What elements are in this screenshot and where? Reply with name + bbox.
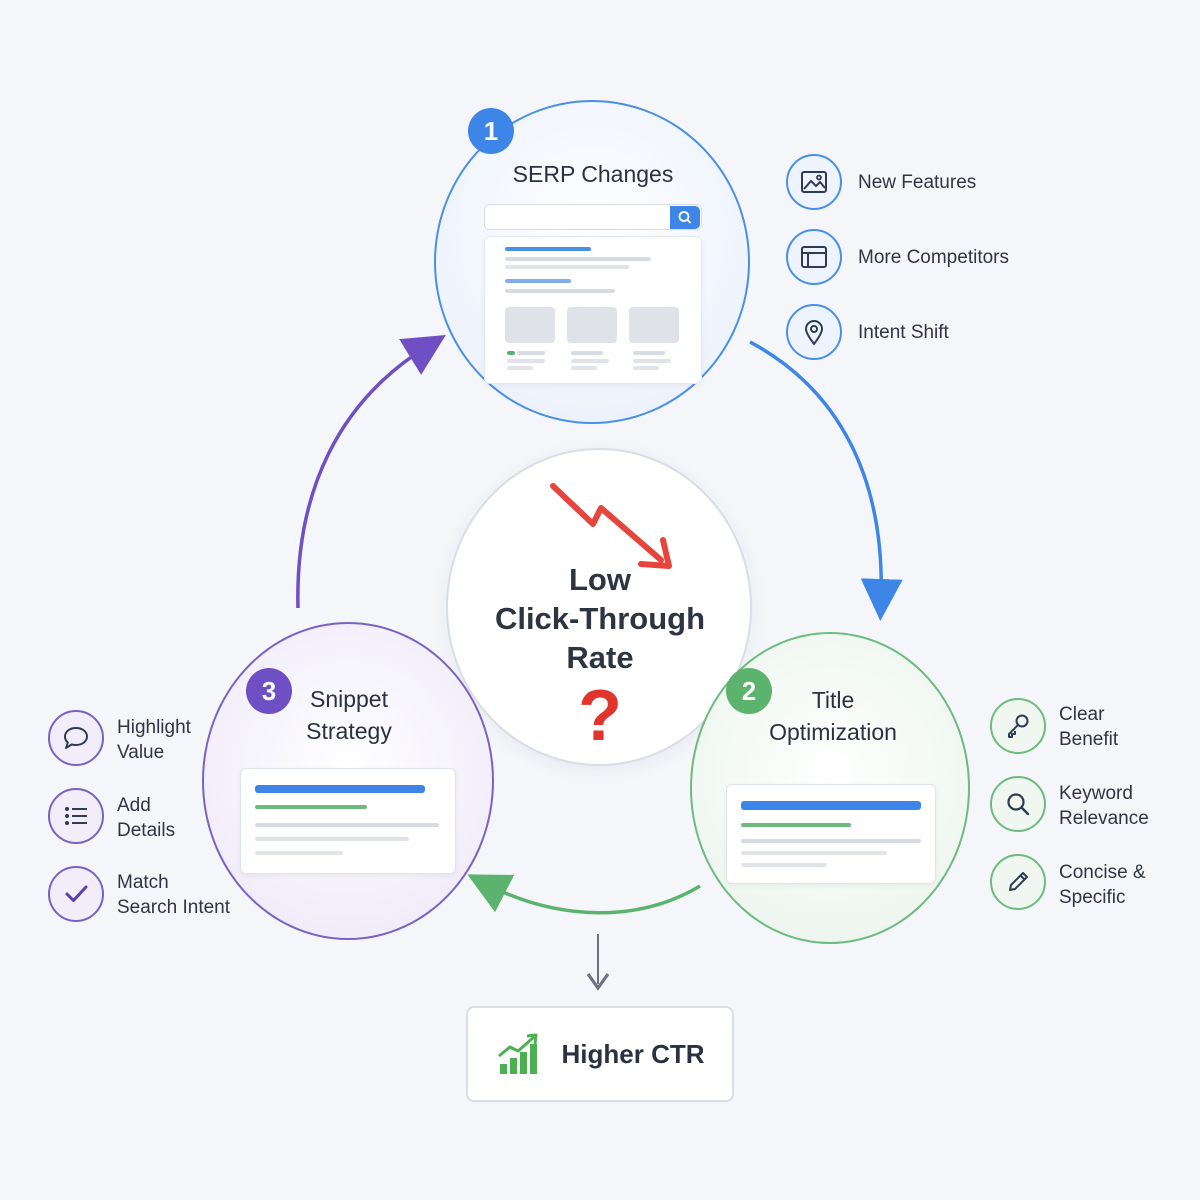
checkmark-icon: [48, 866, 104, 922]
bar-chart-growth-icon: [497, 1033, 537, 1074]
snippet-feature-add-details: Add Details: [117, 793, 175, 843]
magnifier-icon: [990, 776, 1046, 832]
location-pin-icon: [786, 304, 842, 360]
serp-feature-new-features: New Features: [858, 172, 977, 193]
image-icon: [786, 154, 842, 210]
low-ctr-center-circle: [446, 448, 752, 766]
higher-ctr-label: Higher CTR: [561, 1038, 705, 1069]
center-title-line-3: Rate: [566, 640, 634, 675]
step-3-badge: 3: [246, 668, 292, 714]
title-optimization-title: Title Optimization: [742, 684, 924, 748]
center-title-line-2: Click-Through: [494, 601, 706, 636]
serp-results-panel: [484, 236, 702, 384]
snippet-mock-illustration: [240, 768, 456, 874]
title-feature-keyword-relevance: Keyword Relevance: [1059, 781, 1149, 831]
title-feature-concise-specific: Concise & Specific: [1059, 860, 1146, 910]
key-icon: [990, 698, 1046, 754]
title-mock-illustration: [726, 784, 936, 884]
arrow-title-to-snippet: [467, 874, 701, 915]
pencil-icon: [990, 854, 1046, 910]
speech-bubble-icon: [48, 710, 104, 766]
title-optimization-line-2: Optimization: [769, 719, 897, 745]
step-2-badge: 2: [726, 668, 772, 714]
serp-changes-title: SERP Changes: [512, 161, 674, 187]
snippet-feature-highlight-value-line-2: Value: [117, 742, 165, 763]
title-feature-concise-specific-line-1: Concise &: [1059, 862, 1146, 883]
serp-feature-intent-shift: Intent Shift: [858, 322, 949, 343]
snippet-feature-match-search-intent-line-2: Search Intent: [117, 897, 231, 918]
center-title-line-1: Low: [569, 562, 631, 597]
step-1-badge: 1: [468, 108, 514, 154]
title-feature-clear-benefit: Clear Benefit: [1059, 702, 1118, 752]
snippet-feature-match-search-intent-line-1: Match: [117, 872, 169, 893]
search-bar: [484, 204, 702, 230]
title-optimization-line-1: Title: [811, 687, 855, 713]
question-mark-icon: ?: [578, 676, 622, 756]
snippet-feature-add-details-line-1: Add: [117, 795, 151, 816]
serp-feature-more-competitors: More Competitors: [858, 247, 1009, 268]
higher-ctr-result-box: Higher CTR: [466, 1006, 734, 1102]
search-button-icon: [670, 206, 700, 229]
arrow-snippet-to-serp: [296, 335, 446, 609]
snippet-feature-match-search-intent: Match Search Intent: [117, 870, 230, 920]
title-feature-clear-benefit-line-2: Benefit: [1059, 729, 1119, 750]
arrow-serp-to-title: [749, 340, 903, 621]
trend-down-arrow-icon: [550, 483, 672, 569]
snippet-feature-highlight-value-line-1: Highlight: [117, 717, 191, 738]
list-icon: [48, 788, 104, 844]
browser-window-icon: [786, 229, 842, 285]
snippet-strategy-line-1: Snippet: [309, 686, 388, 712]
snippet-feature-highlight-value: Highlight Value: [117, 715, 191, 765]
snippet-feature-add-details-line-2: Details: [117, 820, 176, 841]
serp-mock-illustration: [484, 204, 702, 384]
center-title: Low Click-Through Rate: [470, 560, 730, 677]
title-feature-concise-specific-line-2: Specific: [1059, 887, 1126, 908]
title-feature-keyword-relevance-line-1: Keyword: [1059, 783, 1133, 804]
snippet-strategy-line-2: Strategy: [306, 718, 392, 744]
title-feature-clear-benefit-line-1: Clear: [1059, 704, 1105, 725]
snippet-strategy-title: Snippet Strategy: [282, 683, 416, 747]
title-feature-keyword-relevance-line-2: Relevance: [1059, 808, 1149, 829]
